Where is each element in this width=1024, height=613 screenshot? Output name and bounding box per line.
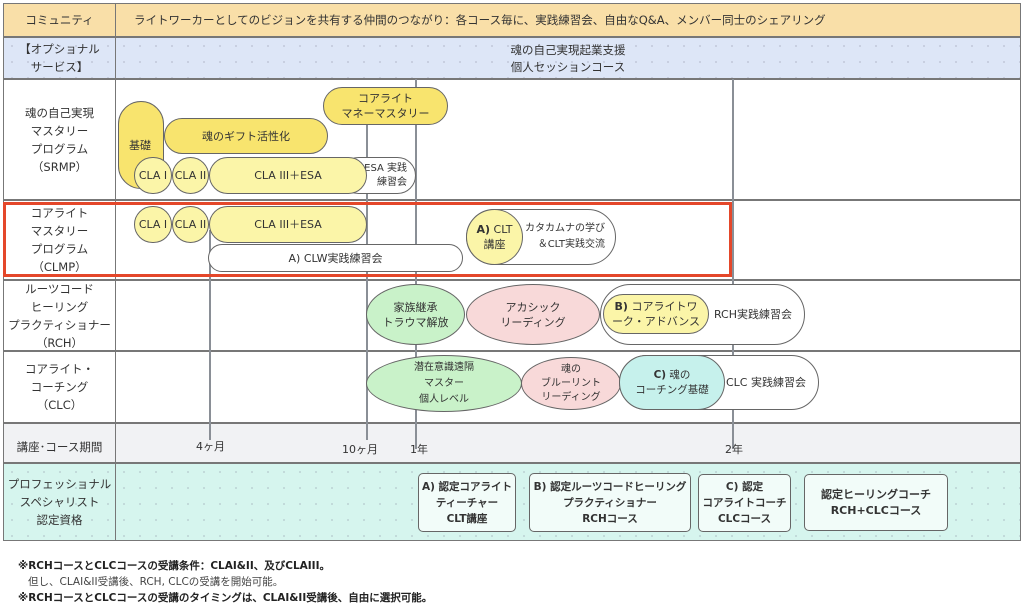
cert-rch: B) 認定ルーツコードヒーリング プラクティショナー RCHコース bbox=[529, 473, 691, 532]
clc-coaching-basics: C) 魂の コーチング基礎 bbox=[619, 355, 725, 410]
optional-service-row: 【オプショナル サービス】 魂の自己実現起業支援 個人セッションコース bbox=[3, 37, 1021, 79]
rch-akashic-reading: アカシック リーディング bbox=[466, 284, 600, 345]
optional-service-text: 魂の自己実現起業支援 個人セッションコース bbox=[510, 43, 626, 74]
clmp-cla3-esa: CLA III＋ESA bbox=[209, 206, 367, 243]
certification-label: プロフェッショナル スペシャリスト 認定資格 bbox=[4, 464, 116, 540]
clt-label: CLT 講座 bbox=[483, 223, 513, 251]
timeline-row: 講座･コース期間 bbox=[3, 423, 1021, 463]
clmp-cla1: CLA I bbox=[134, 206, 172, 243]
note-exception: 但し、CLAI&II受講後、RCH, CLCの受講を開始可能。 bbox=[28, 576, 284, 588]
srmp-soul-gift: 魂のギフト活性化 bbox=[164, 118, 328, 154]
community-row: コミュニティ ライトワーカーとしてのビジョンを共有する仲間のつながり：各コース毎… bbox=[3, 3, 1021, 37]
cert-clc: C) 認定 コアライトコーチ CLCコース bbox=[698, 474, 791, 532]
clc-subconscious-master: 潜在意識遠隔 マスター 個人レベル bbox=[366, 355, 522, 412]
clmp-clw-practice: A) CLW実践練習会 bbox=[208, 244, 463, 272]
advance-prefix: B) bbox=[614, 300, 628, 313]
gridline-2-years bbox=[732, 79, 734, 449]
rch-label: ルーツコード ヒーリング プラクティショナー （RCH） bbox=[4, 281, 116, 350]
tick-10-months: 10ヶ月 bbox=[342, 443, 378, 456]
srmp-cla3-esa: CLA III＋ESA bbox=[209, 157, 367, 194]
coaching-prefix: C) bbox=[653, 368, 667, 381]
tick-1-year: 1年 bbox=[410, 443, 428, 456]
note-timing: ※RCHコースとCLCコースの受講のタイミングは、CLAI&II受講後、自由に選… bbox=[18, 592, 433, 604]
clmp-label: コアライト マスタリー プログラム （CLMP） bbox=[4, 201, 116, 279]
clc-label: コアライト・ コーチング （CLC） bbox=[4, 352, 116, 422]
srmp-money-mastery: コアライト マネーマスタリー bbox=[323, 87, 448, 125]
note-conditions: ※RCHコースとCLCコースの受講条件：CLAI&II、及びCLAIII。 bbox=[18, 560, 330, 572]
advance-label: コアライトワ ーク・アドバンス bbox=[611, 300, 701, 328]
cert-healing-coach: 認定ヒーリングコーチ RCH+CLCコース bbox=[804, 474, 948, 531]
clc-soul-blueprint: 魂の ブルーリント リーディング bbox=[521, 357, 621, 410]
coaching-label: 魂の コーチング基礎 bbox=[635, 368, 709, 396]
clmp-clt-course: A) CLT 講座 bbox=[466, 209, 523, 265]
clmp-cla2: CLA II bbox=[172, 206, 209, 243]
cert-clt: A) 認定コアライト ティーチャー CLT講座 bbox=[418, 473, 516, 532]
tick-4-months: 4ヶ月 bbox=[196, 440, 225, 453]
tick-2-years: 2年 bbox=[725, 443, 743, 456]
srmp-cla2: CLA II bbox=[172, 157, 209, 194]
rch-advance: B) コアライトワ ーク・アドバンス bbox=[603, 294, 709, 334]
community-label: コミュニティ bbox=[4, 4, 116, 36]
clmp-highlight-box bbox=[3, 202, 732, 277]
srmp-cla1: CLA I bbox=[134, 157, 172, 194]
clt-prefix: A) bbox=[476, 223, 491, 236]
srmp-label: 魂の自己実現 マスタリー プログラム （SRMP） bbox=[4, 80, 116, 199]
optional-service-label: 【オプショナル サービス】 bbox=[4, 38, 116, 78]
community-text: ライトワーカーとしてのビジョンを共有する仲間のつながり：各コース毎に、実践練習会… bbox=[134, 13, 826, 27]
gridline-4-months bbox=[209, 230, 211, 440]
rch-family-trauma: 家族継承 トラウマ解放 bbox=[366, 284, 465, 345]
timeline-label: 講座･コース期間 bbox=[4, 424, 116, 462]
gridline-10-months bbox=[366, 118, 368, 440]
